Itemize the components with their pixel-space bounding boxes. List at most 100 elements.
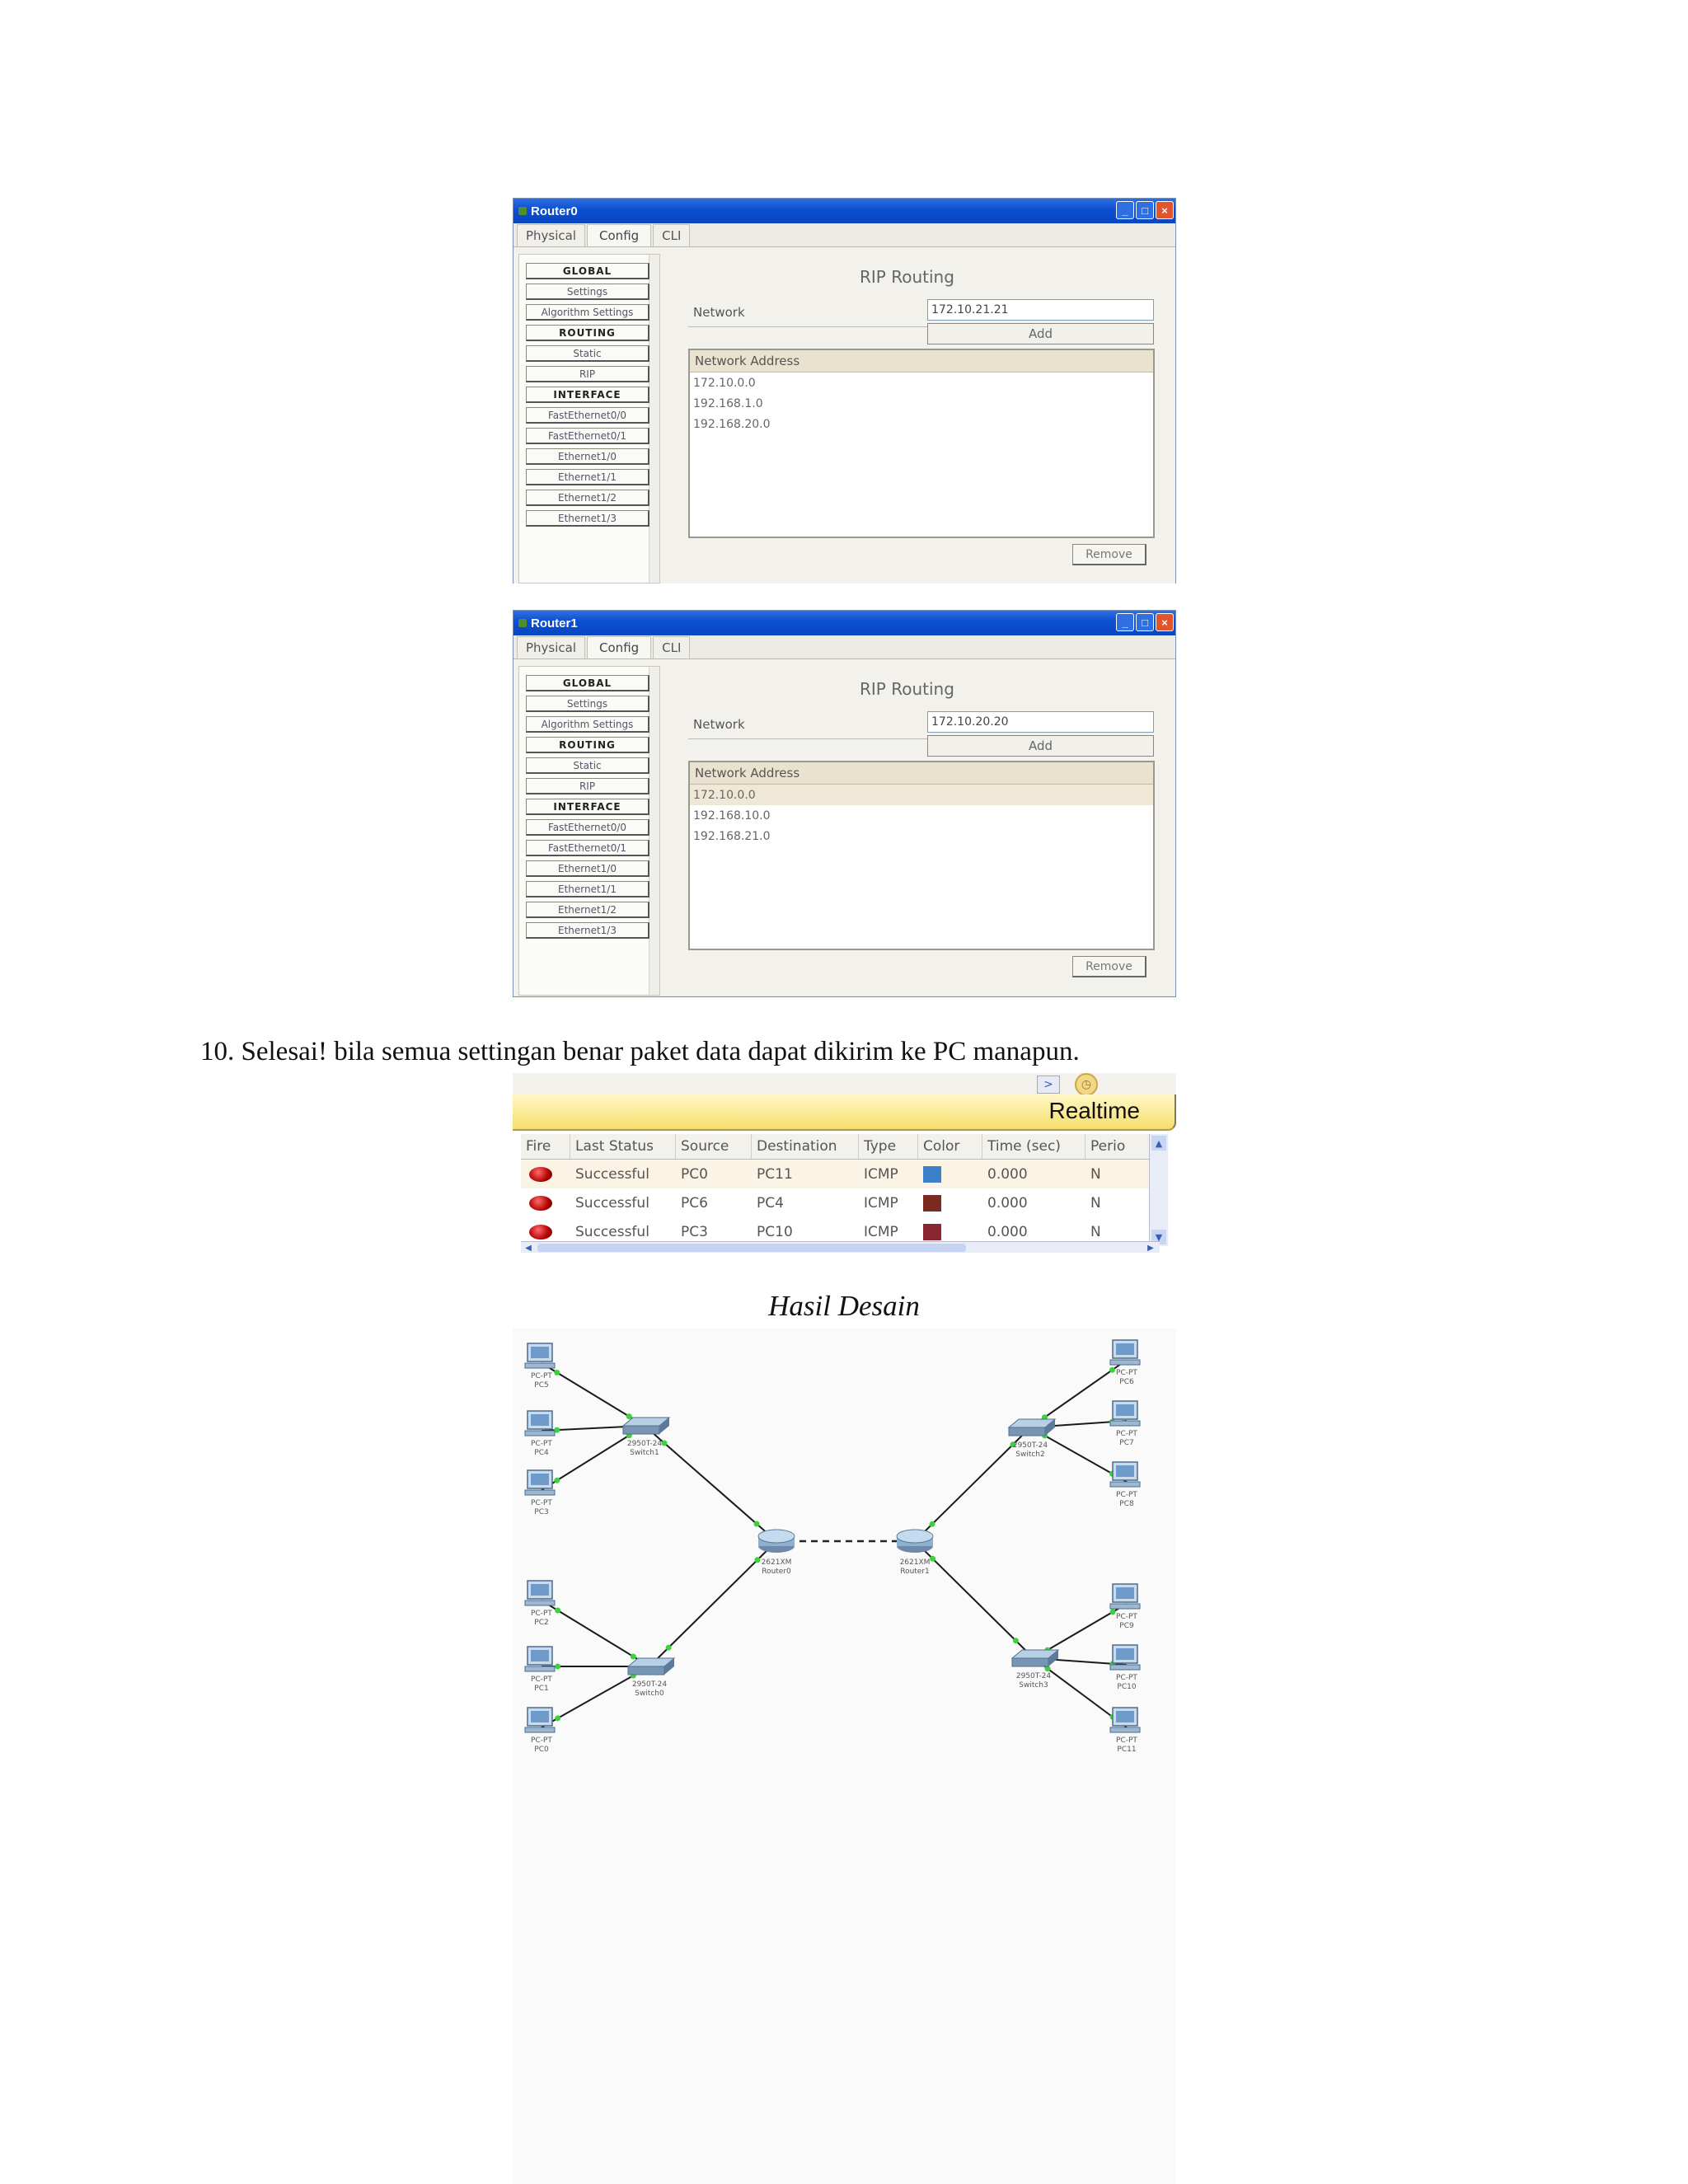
add-button[interactable]: Add	[927, 735, 1154, 757]
nav-scrollbar[interactable]	[649, 667, 659, 995]
figure-caption: Hasil Desain	[768, 1290, 920, 1322]
pc-icon	[524, 1469, 556, 1496]
nav-global: GLOBAL	[526, 263, 649, 279]
nav-fastethernet0-1[interactable]: FastEthernet0/1	[526, 428, 649, 444]
nav-ethernet1-2[interactable]: Ethernet1/2	[526, 490, 649, 506]
chevron-right-icon[interactable]: >	[1037, 1076, 1060, 1094]
tab-cli[interactable]: CLI	[653, 636, 691, 658]
pc-name-label: PC10	[1117, 1683, 1136, 1691]
nav-ethernet1-3[interactable]: Ethernet1/3	[526, 922, 649, 939]
close-icon[interactable]: ×	[1156, 201, 1174, 219]
tab-physical[interactable]: Physical	[517, 636, 586, 658]
tab-cli[interactable]: CLI	[653, 224, 691, 246]
pc-name-label: PC1	[534, 1685, 548, 1693]
table-row[interactable]: 192.168.21.0	[693, 829, 771, 843]
fire-icon[interactable]	[529, 1224, 552, 1240]
pc-type-label: PC-PT	[1116, 1491, 1137, 1499]
col-time[interactable]: Time (sec)	[982, 1134, 1085, 1159]
maximize-icon[interactable]: □	[1136, 201, 1154, 219]
close-icon[interactable]: ×	[1156, 613, 1174, 631]
pc-icon	[524, 1580, 556, 1606]
type-cell: ICMP	[864, 1194, 898, 1212]
table-row[interactable]: 192.168.10.0	[693, 808, 771, 823]
switch-name-label: Switch0	[635, 1690, 664, 1698]
minimize-icon[interactable]: _	[1116, 613, 1134, 631]
clock-icon[interactable]: ◷	[1075, 1073, 1098, 1096]
config-body: GLOBAL Settings Algorithm Settings ROUTI…	[513, 247, 1175, 583]
table-row[interactable]: Successful PC6 PC4 ICMP 0.000 N	[521, 1188, 1160, 1217]
nav-algorithm-settings[interactable]: Algorithm Settings	[526, 716, 649, 733]
switch-name-label: Switch3	[1019, 1681, 1048, 1690]
maximize-icon[interactable]: □	[1136, 613, 1154, 631]
pc-icon	[1109, 1400, 1141, 1427]
table-row[interactable]: Successful PC0 PC11 ICMP 0.000 N	[521, 1160, 1160, 1188]
col-type[interactable]: Type	[859, 1134, 918, 1159]
router1-window: Router1 _ □ × Physical Config CLI GLOBAL…	[513, 610, 1176, 997]
col-color[interactable]: Color	[918, 1134, 982, 1159]
col-destination[interactable]: Destination	[752, 1134, 859, 1159]
nav-rip[interactable]: RIP	[526, 366, 649, 382]
nav-ethernet1-0[interactable]: Ethernet1/0	[526, 860, 649, 877]
nav-static[interactable]: Static	[526, 345, 649, 362]
col-source[interactable]: Source	[676, 1134, 752, 1159]
router0-titlebar: Router0 _ □ ×	[513, 199, 1175, 223]
nav-fastethernet0-1[interactable]: FastEthernet0/1	[526, 840, 649, 856]
remove-button[interactable]: Remove	[1072, 544, 1146, 565]
col-last-status[interactable]: Last Status	[570, 1134, 676, 1159]
periodic-cell: N	[1090, 1194, 1101, 1212]
tab-bar: Physical Config CLI	[513, 635, 1175, 659]
realtime-mode-label[interactable]: Realtime	[1048, 1098, 1140, 1123]
nav-ethernet1-1[interactable]: Ethernet1/1	[526, 469, 649, 485]
nav-static[interactable]: Static	[526, 757, 649, 774]
nav-ethernet1-2[interactable]: Ethernet1/2	[526, 902, 649, 918]
status-cell: Successful	[575, 1165, 649, 1183]
color-swatch	[923, 1165, 941, 1183]
table-header: Network Address	[690, 762, 1153, 785]
switch-icon	[1010, 1649, 1060, 1667]
scroll-up-icon[interactable]: ▲	[1151, 1136, 1166, 1151]
pc-type-label: PC-PT	[531, 1610, 552, 1618]
tab-config[interactable]: Config	[587, 224, 652, 246]
table-row[interactable]: 192.168.1.0	[693, 396, 763, 410]
table-row[interactable]: Successful PC3 PC10 ICMP 0.000 N	[521, 1217, 1160, 1246]
col-periodic[interactable]: Perio	[1085, 1134, 1151, 1159]
destination-cell: PC4	[757, 1194, 784, 1212]
nav-ethernet1-3[interactable]: Ethernet1/3	[526, 510, 649, 527]
scroll-left-icon[interactable]: ◀	[525, 1243, 532, 1253]
nav-fastethernet0-0[interactable]: FastEthernet0/0	[526, 407, 649, 424]
horizontal-scrollbar[interactable]: ◀ ▶	[521, 1241, 1160, 1253]
remove-button[interactable]: Remove	[1072, 956, 1146, 977]
col-fire[interactable]: Fire	[521, 1134, 570, 1159]
network-input[interactable]: 172.10.20.20	[927, 711, 1154, 733]
nav-scrollbar[interactable]	[649, 255, 659, 583]
vertical-scrollbar[interactable]: ▲ ▼	[1149, 1134, 1168, 1246]
table-row[interactable]: 192.168.20.0	[693, 417, 771, 431]
nav-ethernet1-0[interactable]: Ethernet1/0	[526, 448, 649, 465]
switch-icon	[621, 1417, 671, 1435]
fire-icon[interactable]	[529, 1166, 552, 1182]
fire-icon[interactable]	[529, 1195, 552, 1211]
table-row[interactable]: 172.10.0.0	[690, 785, 1153, 805]
pc-icon	[524, 1707, 556, 1733]
minimize-icon[interactable]: _	[1116, 201, 1134, 219]
nav-algorithm-settings[interactable]: Algorithm Settings	[526, 304, 649, 321]
add-button[interactable]: Add	[927, 323, 1154, 344]
table-row[interactable]: 172.10.0.0	[693, 376, 756, 390]
link-status-dot	[661, 1440, 668, 1446]
nav-rip[interactable]: RIP	[526, 778, 649, 794]
link-status-dot	[555, 1607, 561, 1614]
scroll-thumb[interactable]	[537, 1244, 966, 1252]
nav-fastethernet0-0[interactable]: FastEthernet0/0	[526, 819, 649, 836]
network-input[interactable]: 172.10.21.21	[927, 299, 1154, 321]
tab-physical[interactable]: Physical	[517, 224, 586, 246]
nav-settings[interactable]: Settings	[526, 696, 649, 712]
router1-titlebar: Router1 _ □ ×	[513, 611, 1175, 635]
tab-config[interactable]: Config	[587, 636, 652, 658]
link-status-dot	[929, 1521, 935, 1527]
nav-settings[interactable]: Settings	[526, 284, 649, 300]
scroll-down-icon[interactable]: ▼	[1151, 1230, 1166, 1244]
section-title: RIP Routing	[860, 679, 954, 699]
nav-ethernet1-1[interactable]: Ethernet1/1	[526, 881, 649, 898]
scroll-right-icon[interactable]: ▶	[1147, 1243, 1154, 1253]
